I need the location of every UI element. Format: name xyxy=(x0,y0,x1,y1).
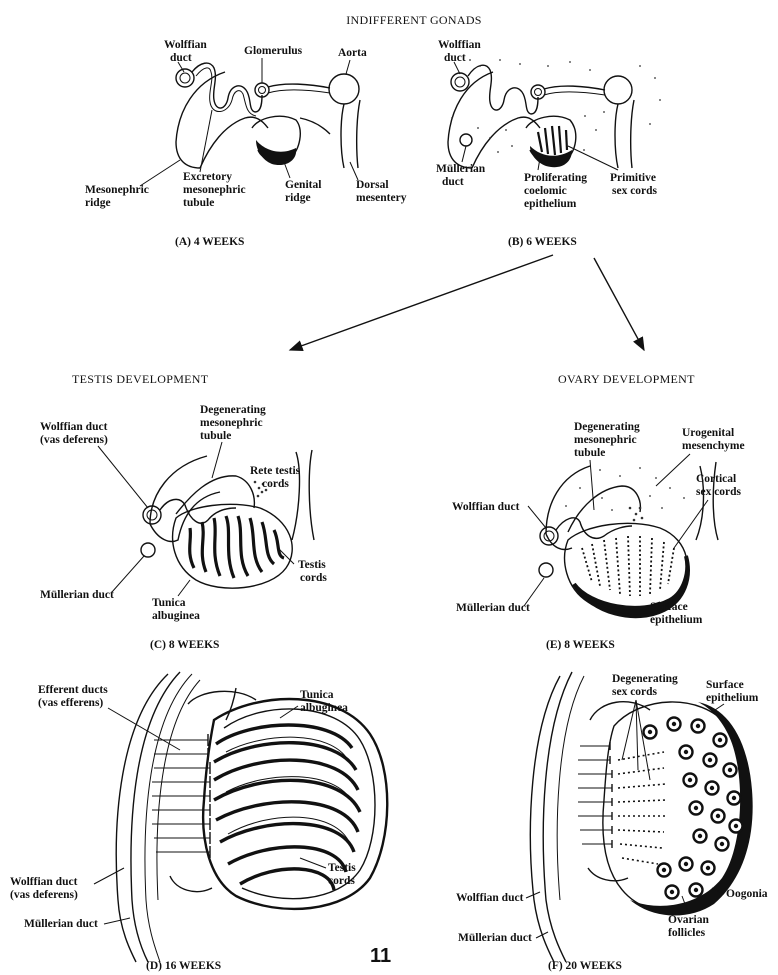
label-e-epithelium: epithelium xyxy=(650,614,703,626)
label-a-ridge-2: ridge xyxy=(285,192,311,204)
label-e-mesenchyme: mesenchyme xyxy=(682,440,745,452)
caption-b: (B) 6 WEEKS xyxy=(508,236,577,248)
panel-e-stipple xyxy=(565,467,685,511)
label-b-duct: duct xyxy=(444,52,466,64)
panel-f-drawing xyxy=(530,672,752,962)
label-c-testis: Testis xyxy=(298,559,326,571)
label-e-degenerating: Degenerating xyxy=(574,421,640,433)
header-title: INDIFFERENT GONADS xyxy=(346,13,482,27)
arrow-to-testis xyxy=(290,255,553,350)
label-c-mullerian-duct: Müllerian duct xyxy=(40,589,114,601)
label-b-wolffian: Wolffian xyxy=(438,39,481,51)
label-a-aorta: Aorta xyxy=(338,47,367,59)
label-f-oogonia: Oogonia xyxy=(726,888,768,900)
label-d-tunica: Tunica xyxy=(300,689,334,701)
label-c-mesonephric: mesonephric xyxy=(200,417,263,429)
label-a-glomerulus: Glomerulus xyxy=(244,45,303,57)
label-a-excretory: Excretory xyxy=(183,171,232,183)
panel-b-drawing xyxy=(448,65,634,168)
label-a-duct: duct xyxy=(170,52,192,64)
label-d-vas-deferens: (vas deferens) xyxy=(10,889,78,901)
caption-d: (D) 16 WEEKS xyxy=(146,960,221,972)
label-f-wolffian-duct: Wolffian duct xyxy=(456,892,524,904)
label-a-mesonephric: Mesonephric xyxy=(85,184,149,196)
label-c-cords: cords xyxy=(262,478,289,490)
label-c-degenerating: Degenerating xyxy=(200,404,266,416)
label-f-ovarian: Ovarian xyxy=(668,914,709,926)
label-b-coelomic: coelomic xyxy=(524,185,567,197)
label-c-tunica: Tunica xyxy=(152,597,186,609)
label-c-wolffian-duct: Wolffian duct xyxy=(40,421,108,433)
label-c-tubule: tubule xyxy=(200,430,231,442)
label-c-testis-cords: cords xyxy=(300,572,327,584)
caption-a: (A) 4 WEEKS xyxy=(175,236,244,248)
label-d-mullerian-duct: Müllerian duct xyxy=(24,918,98,930)
panel-b-stipple xyxy=(451,59,661,153)
label-b-mullerian: Müllerian xyxy=(436,163,486,175)
panel-e-leaders xyxy=(524,454,708,606)
caption-f: (F) 20 WEEKS xyxy=(548,960,622,972)
label-e-mesonephric: mesonephric xyxy=(574,434,637,446)
page-number: 11 xyxy=(370,945,391,967)
label-c-albuginea: albuginea xyxy=(152,610,200,622)
heading-ovary-development: OVARY DEVELOPMENT xyxy=(558,372,695,386)
label-f-epithelium: epithelium xyxy=(706,692,759,704)
caption-c: (C) 8 WEEKS xyxy=(150,639,219,651)
label-a-genital: Genital xyxy=(285,179,321,191)
label-a-dorsal: Dorsal xyxy=(356,179,389,191)
label-b-proliferating: Proliferating xyxy=(524,172,587,184)
label-b-duct-2: duct xyxy=(442,176,464,188)
label-b-primitive: Primitive xyxy=(610,172,656,184)
label-d-wolffian-duct: Wolffian duct xyxy=(10,876,78,888)
label-f-follicles: follicles xyxy=(668,927,706,939)
label-e-mullerian-duct: Müllerian duct xyxy=(456,602,530,614)
label-f-mullerian-duct: Müllerian duct xyxy=(458,932,532,944)
label-b-sex-cords: sex cords xyxy=(612,185,658,197)
label-f-surface: Surface xyxy=(706,679,744,691)
arrow-to-ovary xyxy=(594,258,644,350)
label-e-surface: Surface xyxy=(650,601,688,613)
label-d-albuginea: albuginea xyxy=(300,702,348,714)
heading-testis-development: TESTIS DEVELOPMENT xyxy=(72,372,209,386)
label-f-degenerating: Degenerating xyxy=(612,673,678,685)
label-e-urogenital: Urogenital xyxy=(682,427,734,439)
panel-e-drawing xyxy=(539,462,718,616)
panel-a-leaders xyxy=(140,58,358,186)
label-a-ridge: ridge xyxy=(85,197,111,209)
label-e-wolffian-duct: Wolffian duct xyxy=(452,501,520,513)
label-d-efferent-ducts: Efferent ducts xyxy=(38,684,108,696)
label-f-sex-cords: sex cords xyxy=(612,686,658,698)
label-e-sex-cords: sex cords xyxy=(696,486,742,498)
label-d-cords: cords xyxy=(328,875,355,887)
label-a-mesonephric-2: mesonephric xyxy=(183,184,246,196)
label-a-tubule: tubule xyxy=(183,197,214,209)
label-c-vas-deferens: (vas deferens) xyxy=(40,434,108,446)
label-e-cortical: Cortical xyxy=(696,473,736,485)
label-a-mesentery: mesentery xyxy=(356,192,407,204)
label-e-tubule: tubule xyxy=(574,447,605,459)
panel-d-drawing xyxy=(116,672,387,962)
label-d-vas-efferens: (vas efferens) xyxy=(38,697,103,709)
label-c-rete-testis: Rete testis xyxy=(250,465,301,477)
label-b-epithelium: epithelium xyxy=(524,198,577,210)
label-a-wolffian: Wolffian xyxy=(164,39,207,51)
caption-e: (E) 8 WEEKS xyxy=(546,639,615,651)
label-d-testis: Testis xyxy=(328,862,356,874)
